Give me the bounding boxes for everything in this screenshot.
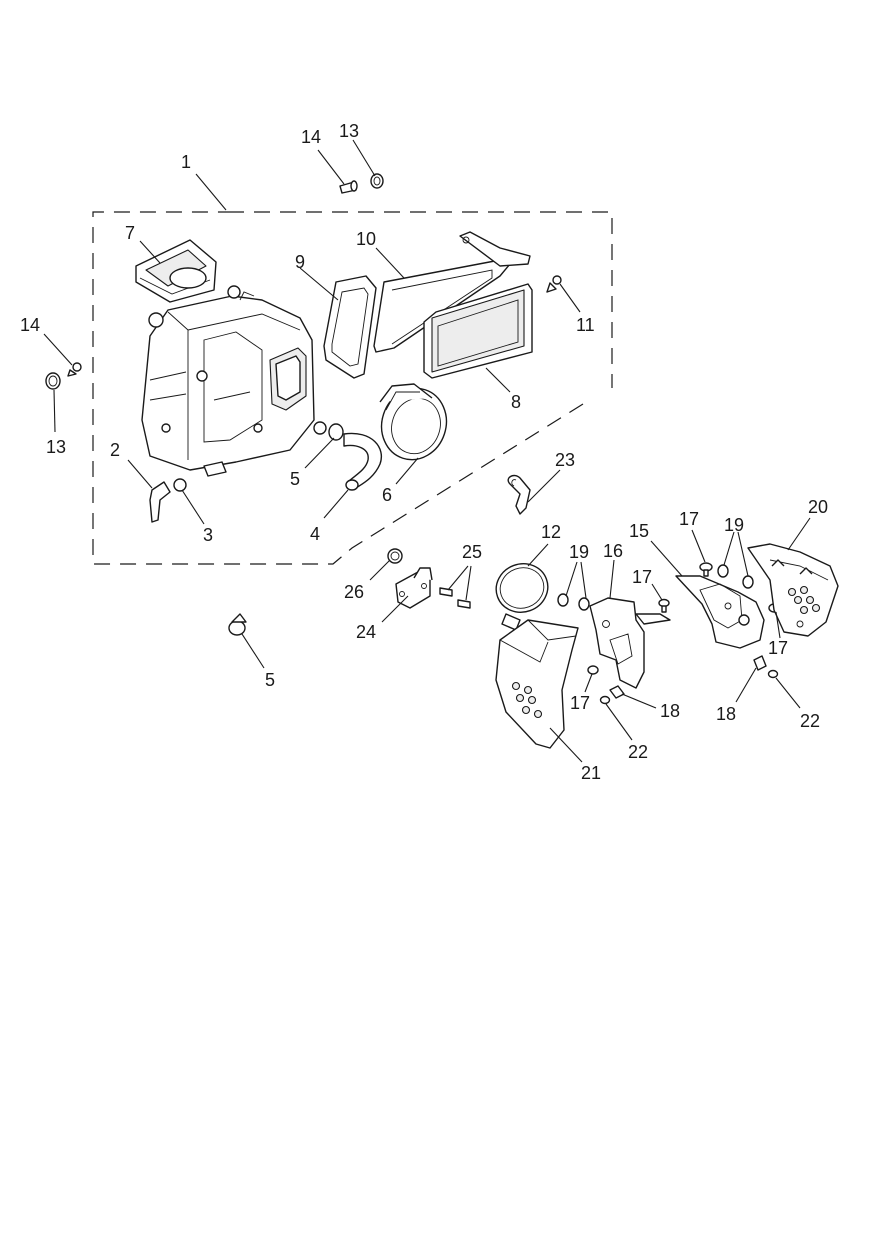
label-4: 4 bbox=[310, 524, 320, 544]
callout-labels: 1 7 9 10 11 8 14 13 14 13 2 3 4 5 6 5 23… bbox=[20, 121, 828, 783]
part-14-bolt-top bbox=[339, 180, 358, 194]
part-6-intake-boot bbox=[379, 383, 448, 461]
part-11-screw bbox=[546, 275, 562, 293]
label-3: 3 bbox=[203, 525, 213, 545]
part-airbox-housing bbox=[141, 285, 315, 477]
label-19-middle: 19 bbox=[569, 542, 589, 562]
label-17-right: 17 bbox=[768, 638, 788, 658]
label-20: 20 bbox=[808, 497, 828, 517]
label-19-right: 19 bbox=[724, 515, 744, 535]
label-23: 23 bbox=[555, 450, 575, 470]
part-13-grommet-top bbox=[370, 173, 384, 189]
label-22-a: 22 bbox=[628, 742, 648, 762]
label-13-top: 13 bbox=[339, 121, 359, 141]
part-15-heat-shield bbox=[675, 575, 765, 649]
label-26: 26 bbox=[344, 582, 364, 602]
label-17-low: 17 bbox=[570, 693, 590, 713]
part-22-screw-a bbox=[599, 695, 611, 705]
label-5-lower: 5 bbox=[265, 670, 275, 690]
part-13-grommet-left bbox=[45, 372, 61, 390]
part-26-o-ring bbox=[387, 548, 403, 564]
label-8: 8 bbox=[511, 392, 521, 412]
label-13-left: 13 bbox=[46, 437, 66, 457]
label-16: 16 bbox=[603, 541, 623, 561]
part-5-clip-lower bbox=[228, 613, 247, 636]
label-17-top: 17 bbox=[679, 509, 699, 529]
label-11: 11 bbox=[576, 315, 595, 335]
part-23-hose-clip bbox=[507, 474, 531, 515]
label-22-b: 22 bbox=[800, 711, 820, 731]
label-18-b: 18 bbox=[716, 704, 736, 724]
part-4-breather-hose bbox=[343, 432, 382, 491]
part-17-screw-b bbox=[658, 598, 670, 613]
label-18-a: 18 bbox=[660, 701, 680, 721]
part-18-nut-a bbox=[609, 685, 625, 699]
part-19-nuts-middle bbox=[557, 593, 590, 611]
part-21-side-cover bbox=[495, 619, 579, 749]
part-19-nuts-right bbox=[717, 564, 754, 589]
label-9: 9 bbox=[295, 252, 305, 272]
label-21: 21 bbox=[581, 763, 601, 783]
label-12: 12 bbox=[541, 522, 561, 542]
part-7-intake-rubber bbox=[135, 239, 217, 303]
part-14-bolt-left bbox=[67, 362, 82, 377]
label-17-mid: 17 bbox=[632, 567, 652, 587]
label-24: 24 bbox=[356, 622, 376, 642]
label-14-left: 14 bbox=[20, 315, 40, 335]
label-5-upper: 5 bbox=[290, 469, 300, 489]
label-2: 2 bbox=[110, 440, 120, 460]
part-5-clip-upper bbox=[313, 421, 344, 441]
part-12-band-clamp bbox=[495, 563, 549, 631]
part-9-filter-gasket bbox=[323, 275, 377, 379]
label-14-top: 14 bbox=[301, 127, 321, 147]
assembly-boundary bbox=[92, 211, 613, 565]
label-7: 7 bbox=[125, 223, 135, 243]
label-1: 1 bbox=[181, 152, 191, 172]
part-2-drain-tube bbox=[149, 481, 171, 523]
part-17-screw-a bbox=[699, 562, 713, 577]
part-17-screw-c bbox=[587, 665, 599, 675]
part-22-screw-b bbox=[767, 669, 779, 679]
label-6: 6 bbox=[382, 485, 392, 505]
label-25: 25 bbox=[462, 542, 482, 562]
part-20-side-cover bbox=[747, 543, 839, 637]
leader-lines bbox=[43, 139, 811, 763]
part-8-filter-element bbox=[423, 283, 533, 379]
part-16-bracket bbox=[589, 597, 671, 689]
part-3-clip bbox=[173, 478, 187, 492]
label-10: 10 bbox=[356, 229, 376, 249]
label-15: 15 bbox=[629, 521, 649, 541]
part-25-screws bbox=[439, 587, 471, 609]
part-18-nut-b bbox=[753, 655, 767, 671]
